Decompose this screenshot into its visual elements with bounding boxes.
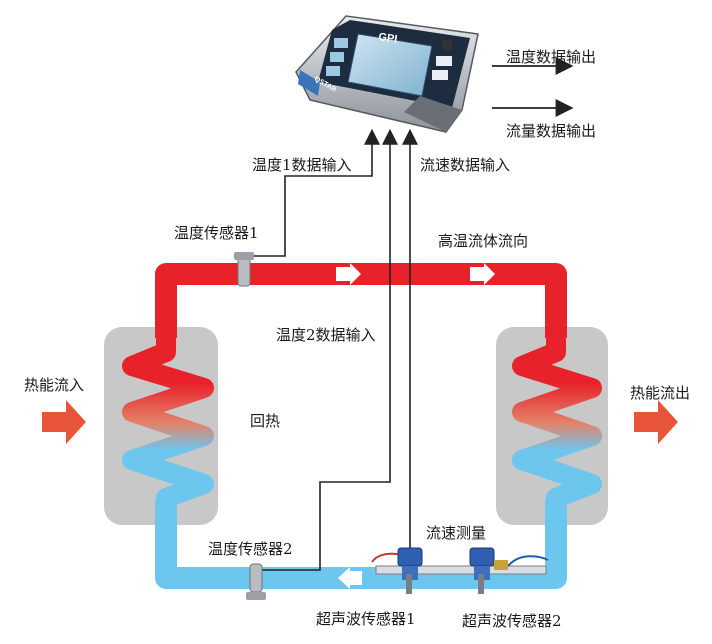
reheat-label: 回热 xyxy=(250,412,281,430)
flow-arrow-icon xyxy=(338,567,362,589)
temp-sensor-2 xyxy=(246,563,266,600)
ultrasonic-sensor-2 xyxy=(469,547,508,594)
ultrasonic-sensor-1 xyxy=(397,547,423,594)
ultrasonic-sensor-2-label: 超声波传感器2 xyxy=(462,612,562,630)
temp2-signal-line xyxy=(262,128,398,571)
heat-in-label: 热能流入 xyxy=(24,376,85,394)
device-brand: GPI xyxy=(378,31,398,46)
flow-measure-label: 流速测量 xyxy=(426,524,487,542)
flow-arrow-icon xyxy=(470,263,495,285)
temp-sensor-1 xyxy=(234,252,254,287)
heat-in-arrow-icon xyxy=(42,400,86,444)
heat-out-arrow-icon xyxy=(634,400,678,444)
left-coil xyxy=(122,326,214,514)
temp2-input-label: 温度2数据输入 xyxy=(276,326,376,344)
right-coil xyxy=(512,326,602,514)
temp-data-output-label: 温度数据输出 xyxy=(506,48,597,66)
hot-flow-direction-label: 高温流体流向 xyxy=(438,232,529,250)
heat-out-label: 热能流出 xyxy=(630,384,691,402)
ultrasonic-sensor-1-label: 超声波传感器1 xyxy=(316,610,416,628)
temp1-signal-line xyxy=(250,128,380,257)
temp-sensor-2-label: 温度传感器2 xyxy=(208,540,293,558)
flow-data-output-label: 流量数据输出 xyxy=(506,122,597,140)
flow-arrow-icon xyxy=(336,263,361,285)
flow-meter-device xyxy=(295,15,479,133)
temp-sensor-1-label: 温度传感器1 xyxy=(174,224,259,242)
flow-input-label: 流速数据输入 xyxy=(420,156,511,174)
temp1-input-label: 温度1数据输入 xyxy=(252,156,352,174)
